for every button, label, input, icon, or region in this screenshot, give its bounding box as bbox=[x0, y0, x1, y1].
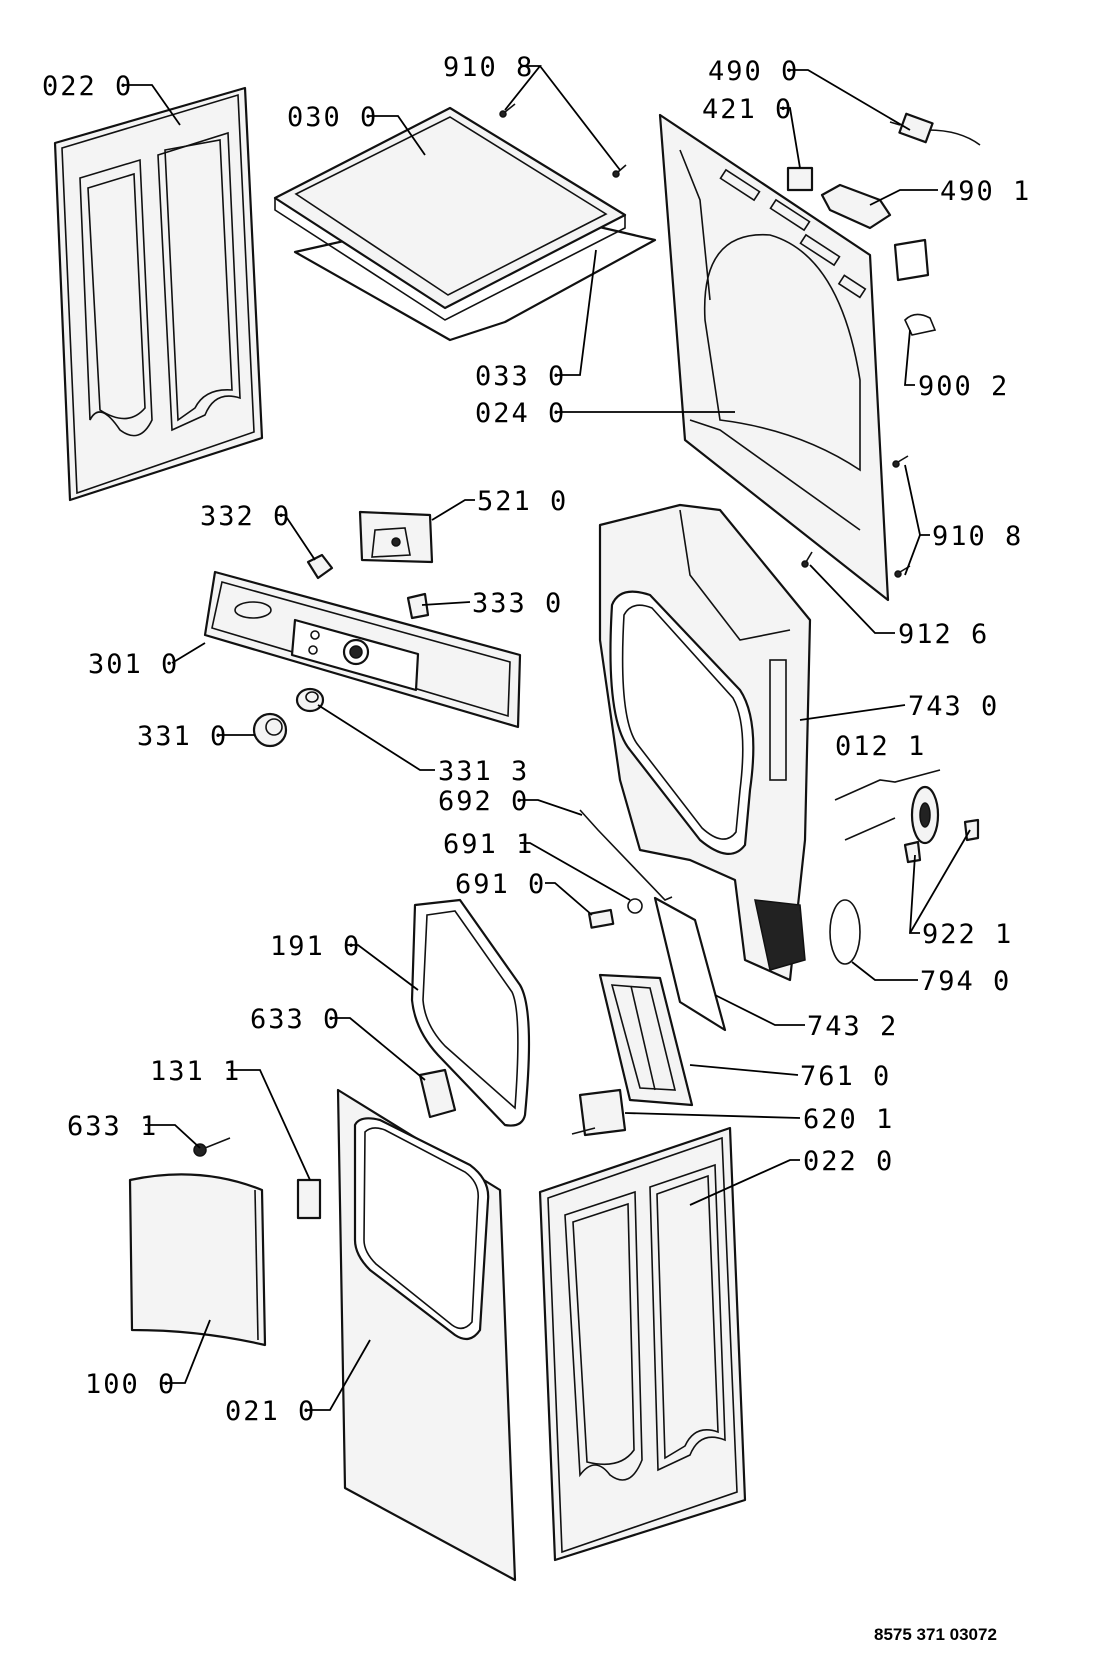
drum-housing bbox=[598, 503, 812, 982]
callout-c2: 030 0 bbox=[287, 102, 378, 133]
callout-c4: 490 0 bbox=[708, 56, 799, 87]
front-panel bbox=[336, 1088, 517, 1582]
small-label-plate bbox=[893, 238, 930, 282]
filter-housing bbox=[598, 973, 694, 1107]
callout-c16: 743 0 bbox=[908, 691, 999, 722]
callout-c25: 794 0 bbox=[920, 966, 1011, 997]
control-panel bbox=[203, 570, 522, 729]
electronic-board bbox=[358, 510, 434, 564]
callout-c13: 333 0 bbox=[472, 588, 563, 619]
lock-block bbox=[296, 1178, 322, 1220]
callout-c1: 022 0 bbox=[42, 71, 133, 102]
knob bbox=[252, 712, 288, 748]
callout-c21: 691 1 bbox=[443, 829, 534, 860]
callout-c10: 521 0 bbox=[477, 486, 568, 517]
power-cord bbox=[889, 112, 981, 146]
callout-c3: 910 8 bbox=[443, 52, 534, 83]
callout-c24: 191 0 bbox=[270, 931, 361, 962]
switch bbox=[306, 553, 334, 580]
small-plug bbox=[588, 908, 615, 929]
callout-c6: 490 1 bbox=[940, 176, 1031, 207]
leader-lines bbox=[122, 65, 971, 1411]
side-panel-left bbox=[53, 86, 264, 502]
callout-c14: 301 0 bbox=[88, 649, 179, 680]
screw-top-pair bbox=[499, 103, 627, 178]
callout-c19: 012 1 bbox=[835, 731, 926, 762]
callout-c22: 691 0 bbox=[455, 869, 546, 900]
side-panel-right bbox=[538, 1126, 747, 1562]
callout-c27: 743 2 bbox=[807, 1011, 898, 1042]
callout-c12: 910 8 bbox=[932, 521, 1023, 552]
callout-c26: 633 0 bbox=[250, 1004, 341, 1035]
callout-c34: 021 0 bbox=[225, 1396, 316, 1427]
clip bbox=[904, 313, 937, 336]
document-number: 8575 371 03072 bbox=[874, 1625, 997, 1644]
small-component bbox=[406, 592, 430, 620]
knob-shaft bbox=[295, 687, 325, 713]
callout-c5: 421 0 bbox=[702, 94, 793, 125]
shaft-assembly bbox=[834, 769, 980, 864]
callout-c9: 024 0 bbox=[475, 398, 566, 429]
callout-c18: 331 3 bbox=[438, 756, 529, 787]
callout-c15: 912 6 bbox=[898, 619, 989, 650]
rear-panel bbox=[658, 113, 890, 602]
callout-c7: 033 0 bbox=[475, 361, 566, 392]
callout-c23: 922 1 bbox=[922, 919, 1013, 950]
door-hinge bbox=[418, 1068, 457, 1119]
callout-c28: 131 1 bbox=[150, 1056, 241, 1087]
callout-c11: 332 0 bbox=[200, 501, 291, 532]
door-switch bbox=[571, 1088, 627, 1137]
callout-c31: 620 1 bbox=[803, 1104, 894, 1135]
callout-c30: 633 1 bbox=[67, 1111, 158, 1142]
callout-c33: 100 0 bbox=[85, 1369, 176, 1400]
callout-c32: 022 0 bbox=[803, 1146, 894, 1177]
small-ring bbox=[627, 898, 643, 914]
top-cover bbox=[273, 106, 657, 342]
filter-block bbox=[786, 166, 814, 192]
callout-c8: 900 2 bbox=[918, 371, 1009, 402]
filter-sheet bbox=[653, 896, 727, 1032]
callout-c17: 331 0 bbox=[137, 721, 228, 752]
strap bbox=[579, 809, 673, 901]
door-gasket bbox=[410, 898, 531, 1127]
callout-c20: 692 0 bbox=[438, 786, 529, 817]
cable-clamp bbox=[820, 183, 892, 230]
belt-ring bbox=[829, 899, 861, 965]
callout-c29: 761 0 bbox=[800, 1061, 891, 1092]
door bbox=[128, 1173, 267, 1347]
bolt bbox=[193, 1137, 231, 1157]
